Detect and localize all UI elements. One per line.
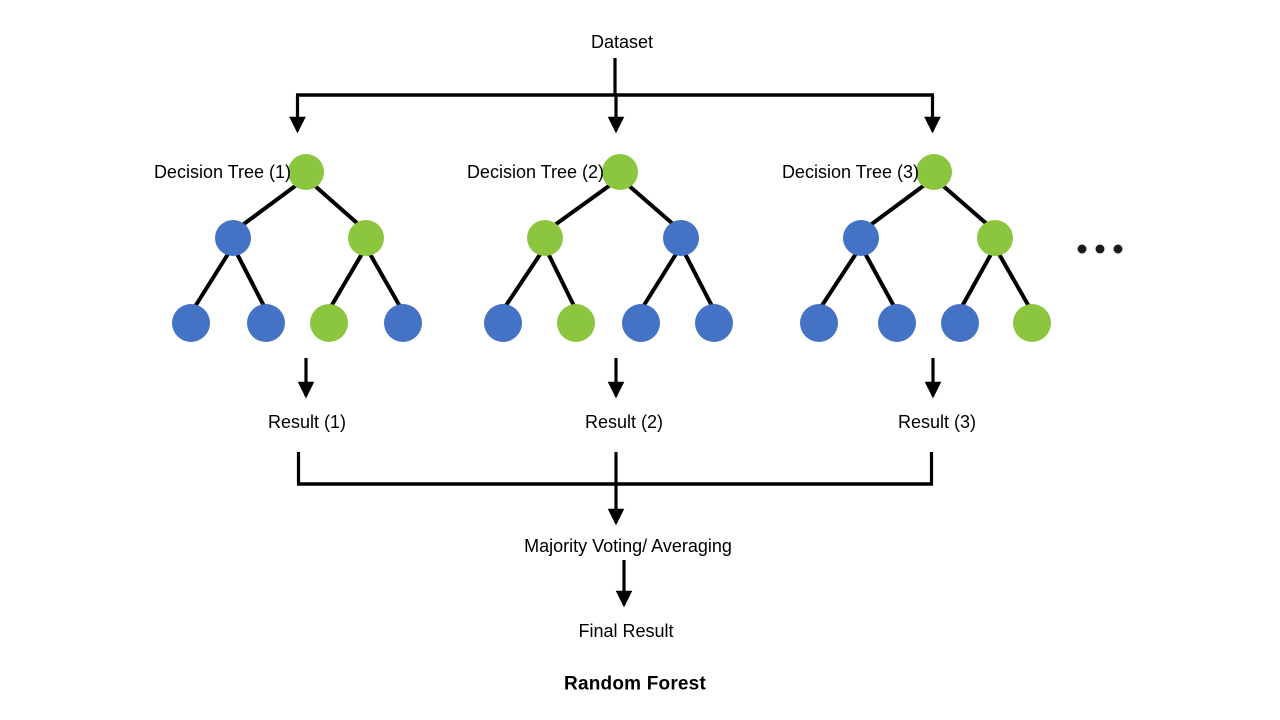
decision-tree-2-edges: [501, 176, 716, 312]
tree1-leaf-node-1: [172, 304, 210, 342]
result-1-label: Result (1): [267, 412, 347, 432]
tree2-leaf-node-2: [557, 304, 595, 342]
decision-tree-1-nodes: [172, 154, 422, 342]
tree1-leaf-node-4: [384, 304, 422, 342]
final-result-label: Final Result: [578, 621, 674, 641]
figure-title: Random Forest: [564, 673, 706, 695]
tree2-leaf-node-3: [622, 304, 660, 342]
result-2-label: Result (2): [584, 412, 664, 432]
tree1-root-node: [288, 154, 324, 190]
result-3-label: Result (3): [897, 412, 977, 432]
aggregation-label: Majority Voting/ Averaging: [524, 536, 732, 556]
tree3-leaf-node-4: [1013, 304, 1051, 342]
dataset-distribution-connector: [289, 58, 941, 134]
decision-tree-3-label: Decision Tree (3): [781, 162, 919, 182]
results-collection-connector: [296, 452, 934, 526]
tree1-level1-node-left: [215, 220, 251, 256]
tree3-root-node: [916, 154, 952, 190]
decision-tree-2-label: Decision Tree (2): [466, 162, 604, 182]
more-trees-ellipsis-icon: [1077, 244, 1123, 254]
tree1-leaf-node-2: [247, 304, 285, 342]
tree3-leaf-node-3: [941, 304, 979, 342]
decision-tree-3-nodes: [800, 154, 1051, 342]
decision-tree-2-nodes: [484, 154, 733, 342]
tree2-leaf-node-1: [484, 304, 522, 342]
tree1-leaf-node-3: [310, 304, 348, 342]
decision-tree-1-label: Decision Tree (1): [153, 162, 291, 182]
tree1-level1-node-right: [348, 220, 384, 256]
tree2-level1-node-right: [663, 220, 699, 256]
tree3-leaf-node-1: [800, 304, 838, 342]
dataset-label: Dataset: [590, 32, 654, 52]
tree2-level1-node-left: [527, 220, 563, 256]
tree3-level1-node-left: [843, 220, 879, 256]
tree3-leaf-node-2: [878, 304, 916, 342]
tree3-level1-node-right: [977, 220, 1013, 256]
tree-to-result-arrows: [297, 358, 942, 399]
tree2-root-node: [602, 154, 638, 190]
tree2-leaf-node-4: [695, 304, 733, 342]
